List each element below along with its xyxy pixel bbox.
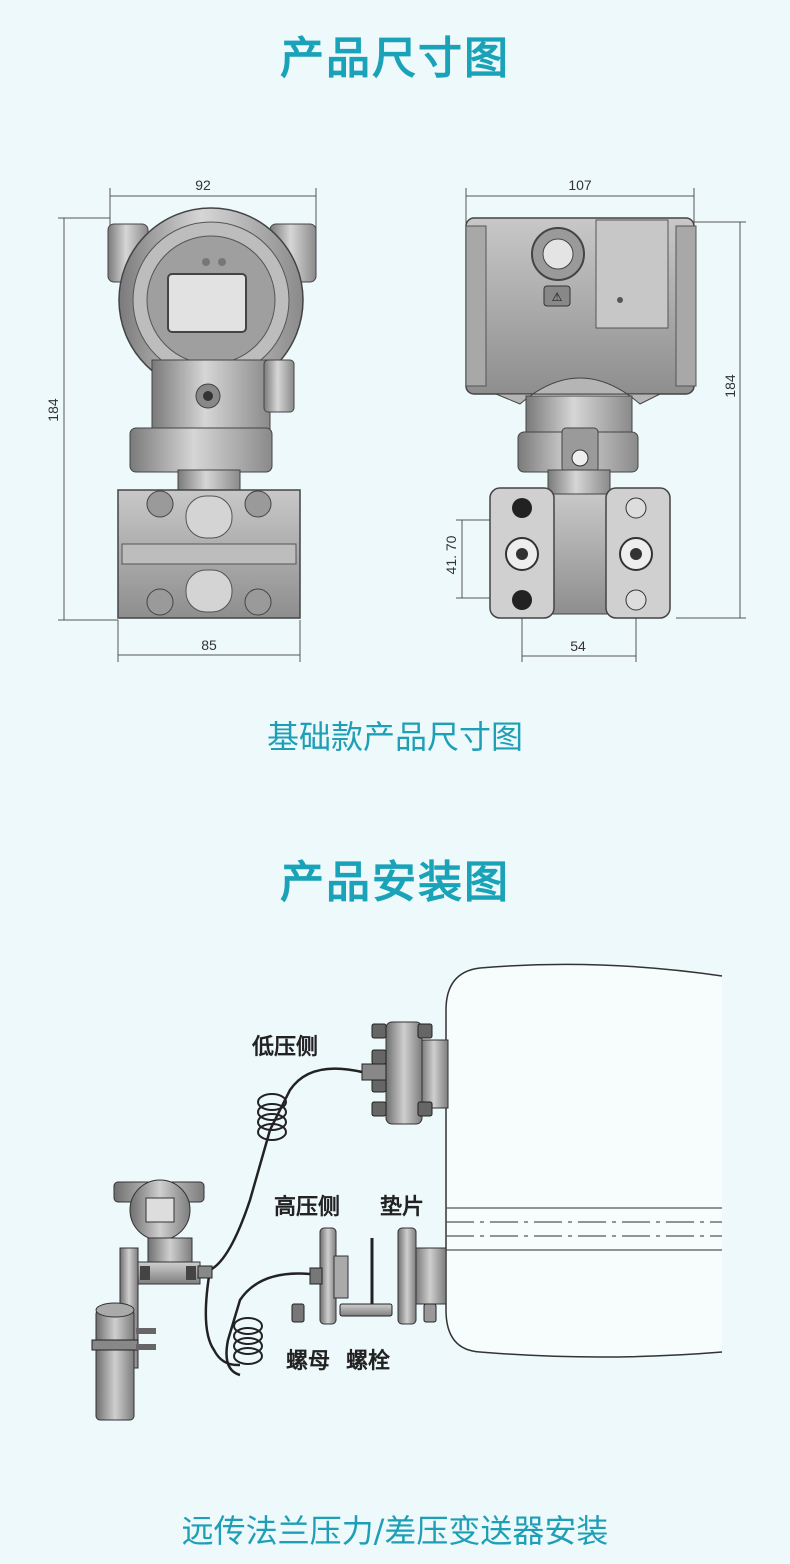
dimensions-title: 产品尺寸图 (280, 33, 510, 84)
gasket-label: 垫片 (380, 1194, 424, 1220)
dimensions-caption: 基础款产品尺寸图 (266, 718, 523, 756)
mounting-bracket (91, 1247, 156, 1421)
low-side-label: 低压侧 (251, 1035, 318, 1060)
side-width-top: 107 (568, 177, 592, 193)
dimension-drawings: 92 184 85 (45, 177, 746, 662)
low-side-flange (361, 1021, 449, 1125)
transmitter (113, 1179, 213, 1285)
front-height: 184 (45, 398, 61, 422)
side-width-bottom: 54 (570, 638, 586, 654)
installation-caption: 远传法兰压力/差压变送器安装 (181, 1512, 609, 1550)
nut-label: 螺母 (286, 1349, 330, 1374)
front-width-bottom: 85 (201, 637, 217, 653)
vessel-outline (445, 963, 723, 1358)
side-flange-height: 41. 70 (443, 535, 459, 574)
installation-title: 产品安装图 (280, 857, 510, 908)
side-height: 184 (722, 374, 738, 398)
side-view: 107 184 41. 70 54 ⚠ (443, 177, 746, 662)
front-view: 92 184 85 (45, 177, 317, 662)
front-width-top: 92 (195, 177, 211, 193)
high-side-label: 高压侧 (274, 1194, 340, 1220)
installation-diagram: 低压侧 高压侧 垫片 螺母 螺栓 (91, 963, 723, 1421)
bolt-label: 螺栓 (346, 1349, 390, 1374)
high-side-flange (291, 1227, 447, 1325)
svg-text:⚠: ⚠ (552, 290, 563, 304)
